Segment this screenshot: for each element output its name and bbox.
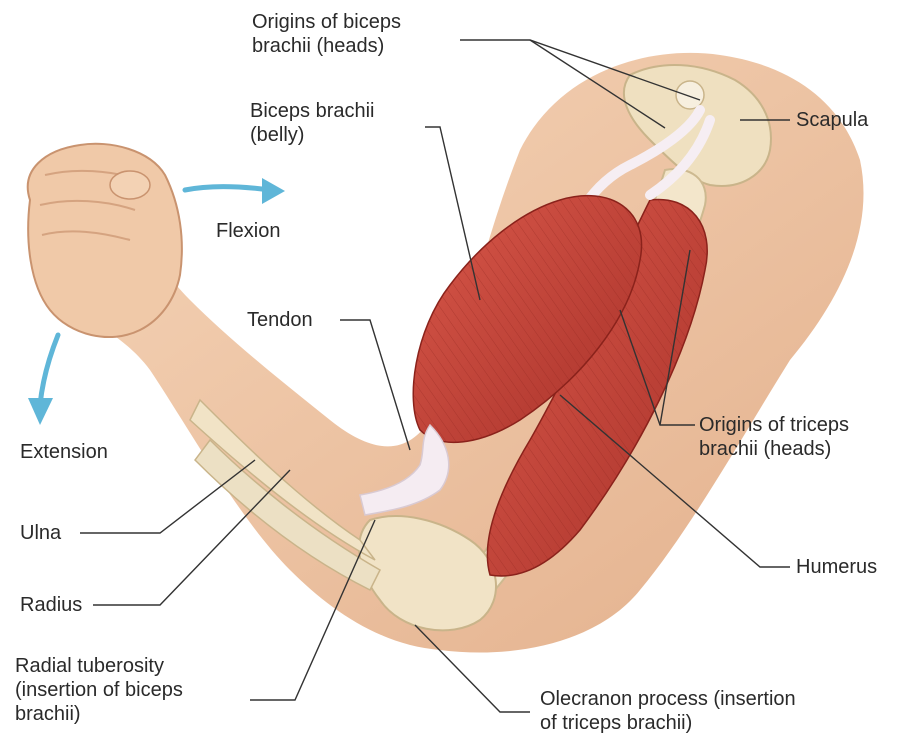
label-tendon: Tendon	[247, 308, 313, 332]
flexion-arrow	[185, 178, 285, 204]
label-radius: Radius	[20, 593, 82, 617]
label-origins-triceps: Origins of triceps brachii (heads)	[699, 413, 849, 461]
label-olecranon: Olecranon process (insertion of triceps …	[540, 687, 796, 735]
label-radial-tuberosity: Radial tuberosity (insertion of biceps b…	[15, 654, 183, 726]
leader-tendon	[340, 320, 410, 450]
label-ulna: Ulna	[20, 521, 61, 545]
label-humerus: Humerus	[796, 555, 877, 579]
label-flexion: Flexion	[216, 219, 280, 243]
extension-arrow	[28, 335, 58, 425]
label-scapula: Scapula	[796, 108, 868, 132]
label-origins-biceps: Origins of biceps brachii (heads)	[252, 10, 401, 58]
label-biceps-belly: Biceps brachii (belly)	[250, 99, 375, 147]
label-extension: Extension	[20, 440, 108, 464]
